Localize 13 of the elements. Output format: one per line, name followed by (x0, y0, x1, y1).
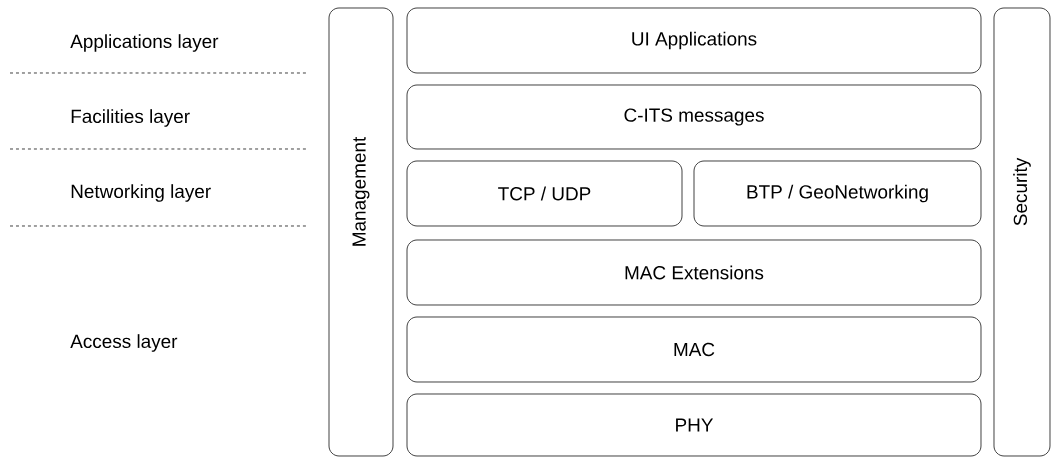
layer-label: Access layer (70, 334, 178, 352)
side-panel: Security (993, 7, 1051, 457)
layer-box: UI Applications (406, 7, 982, 74)
layer-box: C-ITS messages (406, 84, 982, 150)
layer-label: Networking layer (71, 184, 211, 202)
layer-box: PHY (406, 393, 982, 457)
layer-box: BTP / GeoNetworking (693, 160, 982, 227)
side-panel: Management (328, 7, 394, 457)
layer-label: Facilities layer (71, 109, 190, 127)
layer-box: MAC (406, 316, 982, 383)
layer-box: TCP / UDP (406, 160, 683, 227)
layer-box: MAC Extensions (406, 239, 982, 306)
layer-label: Applications layer (70, 34, 219, 52)
